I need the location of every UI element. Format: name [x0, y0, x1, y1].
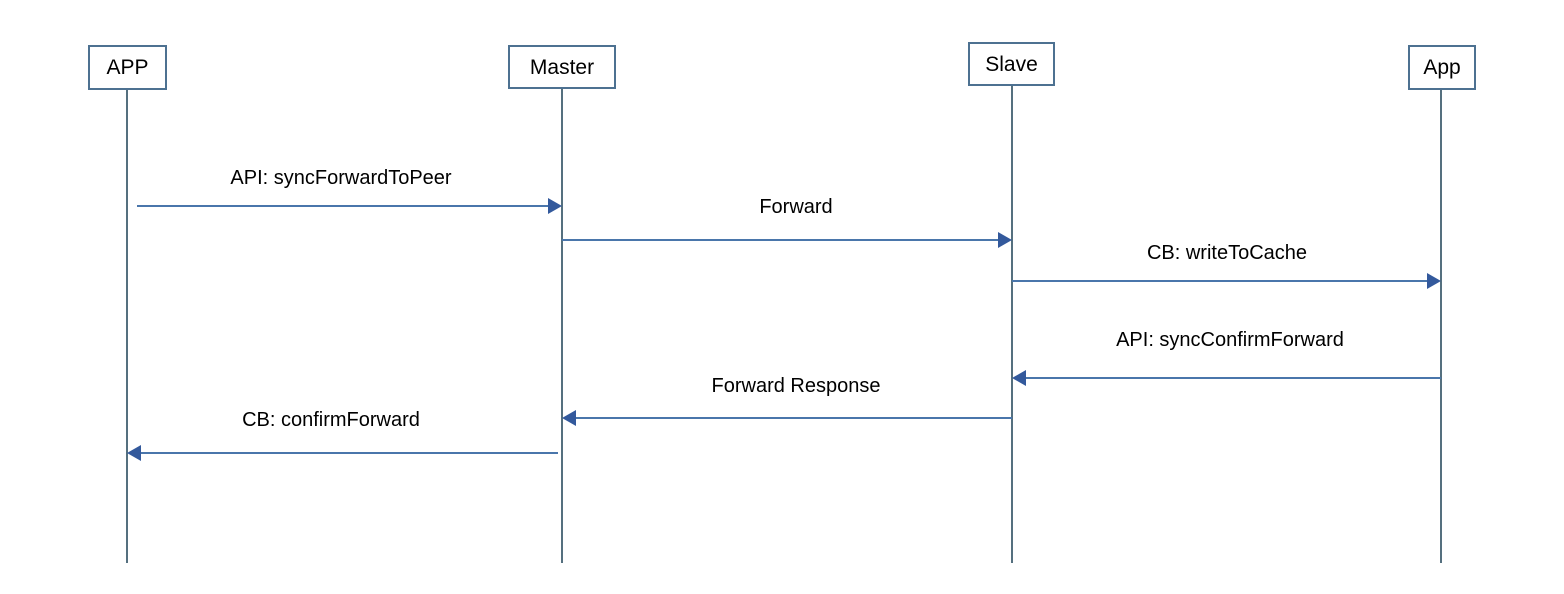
participant-box-slave[interactable]: Slave — [968, 42, 1055, 86]
participant-label-app-right: App — [1423, 56, 1461, 79]
message-label-cb-writetocache: CB: writeToCache — [1146, 242, 1308, 264]
message-line-forward-response — [576, 417, 1012, 419]
message-line-cb-confirmforward — [141, 452, 558, 454]
participant-label-master: Master — [529, 55, 595, 79]
participant-box-app-left[interactable]: APP — [88, 45, 167, 90]
message-line-api-syncforwardtopeer — [137, 205, 548, 207]
lifeline-app-left — [126, 90, 128, 563]
participant-box-app-right[interactable]: App — [1408, 45, 1476, 90]
message-line-api-syncconfirmforward — [1026, 377, 1441, 379]
message-line-cb-writetocache — [1012, 280, 1427, 282]
message-arrowhead-cb-confirmforward — [127, 445, 141, 461]
message-line-forward — [562, 239, 998, 241]
message-label-api-syncconfirmforward: API: syncConfirmForward — [1116, 329, 1344, 351]
message-arrowhead-forward-response — [562, 410, 576, 426]
message-label-forward: Forward — [759, 196, 833, 218]
lifeline-app-right — [1440, 90, 1442, 563]
message-arrowhead-api-syncconfirmforward — [1012, 370, 1026, 386]
lifeline-master — [561, 89, 563, 563]
message-arrowhead-api-syncforwardtopeer — [548, 198, 562, 214]
message-label-api-syncforwardtopeer: API: syncForwardToPeer — [230, 167, 452, 189]
message-label-forward-response: Forward Response — [711, 375, 881, 397]
message-label-cb-confirmforward: CB: confirmForward — [242, 409, 420, 431]
message-arrowhead-cb-writetocache — [1427, 273, 1441, 289]
message-arrowhead-forward — [998, 232, 1012, 248]
lifeline-slave — [1011, 86, 1013, 563]
participant-label-app-left: APP — [106, 56, 149, 79]
participant-box-master[interactable]: Master — [508, 45, 616, 89]
participant-label-slave: Slave — [985, 52, 1038, 76]
